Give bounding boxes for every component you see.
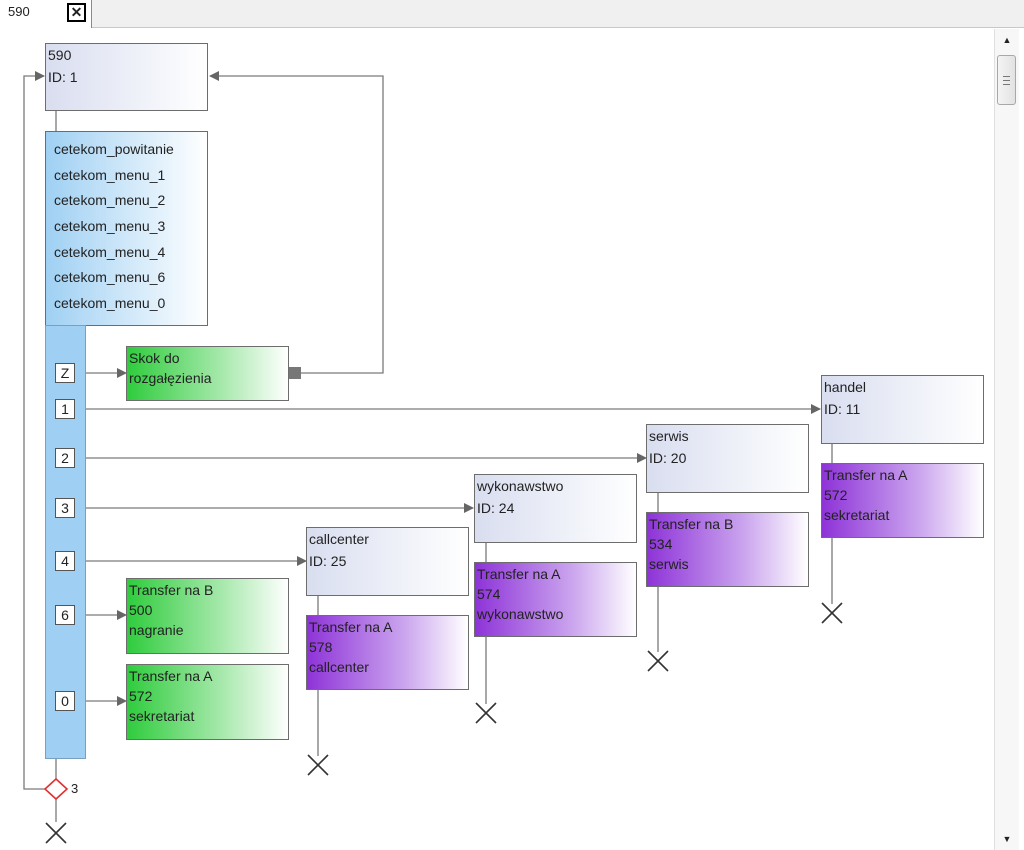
menu-prompts-box[interactable]: cetekom_powitanie cetekom_menu_1 cetekom…: [45, 131, 208, 326]
node-wykonawstwo[interactable]: wykonawstwo ID: 24: [474, 474, 637, 543]
action-line: Transfer na A: [477, 566, 561, 582]
prompt-item: cetekom_menu_6: [54, 269, 166, 286]
tab-590[interactable]: 590 ✕: [0, 0, 92, 28]
close-icon[interactable]: ✕: [67, 3, 86, 22]
key-1[interactable]: 1: [55, 399, 75, 419]
node-callcenter[interactable]: callcenter ID: 25: [306, 527, 469, 596]
key-2[interactable]: 2: [55, 448, 75, 468]
action-line: 578: [309, 639, 333, 655]
loop-count-label: 3: [71, 781, 79, 796]
grip-icon: [1003, 76, 1010, 85]
diamond-icon[interactable]: [43, 777, 69, 801]
tab-label: 590: [8, 4, 30, 19]
jump-back-line: [209, 71, 384, 374]
prompt-item: cetekom_menu_1: [54, 166, 166, 183]
action-line: sekretariat: [824, 507, 890, 523]
loop-back-line: [23, 71, 54, 790]
node-id: ID: 11: [824, 401, 861, 417]
end-x-icon: [45, 822, 67, 844]
root-node[interactable]: 590 ID: 1: [45, 43, 208, 111]
transfer-wykonawstwo[interactable]: Transfer na A 574 wykonawstwo: [474, 562, 637, 637]
node-name: wykonawstwo: [477, 478, 564, 494]
end-x-icon: [821, 602, 843, 624]
action-line: Transfer na B: [129, 582, 214, 598]
node-id: ID: 20: [649, 450, 687, 466]
action-line: Transfer na A: [824, 467, 908, 483]
action-line: 500: [129, 602, 153, 618]
action-line: Transfer na A: [129, 668, 213, 684]
node-serwis[interactable]: serwis ID: 20: [646, 424, 809, 493]
action-line: 572: [129, 688, 153, 704]
tab-bar: 590 ✕: [0, 0, 1024, 28]
prompt-item: cetekom_menu_2: [54, 192, 166, 209]
end-x-icon: [307, 754, 329, 776]
transfer-action-0[interactable]: Transfer na A 572 sekretariat: [126, 664, 289, 740]
action-line: 572: [824, 487, 848, 503]
action-line: Transfer na B: [649, 516, 734, 532]
scroll-down-icon[interactable]: ▼: [1002, 834, 1012, 844]
action-line: wykonawstwo: [477, 606, 564, 622]
action-line: 574: [477, 586, 501, 602]
node-name: callcenter: [309, 531, 369, 547]
jump-action[interactable]: Skok do rozgałęzienia: [126, 346, 289, 401]
menu-key-bar: [45, 325, 86, 759]
key-6[interactable]: 6: [55, 605, 75, 625]
prompt-item: cetekom_menu_0: [54, 295, 166, 312]
key-3[interactable]: 3: [55, 498, 75, 518]
action-line: callcenter: [309, 659, 369, 675]
end-x-icon: [647, 650, 669, 672]
jump-anchor: [289, 367, 301, 379]
action-line: 534: [649, 536, 673, 552]
root-id: ID: 1: [48, 69, 78, 85]
action-line: Skok do: [129, 350, 180, 366]
key-0[interactable]: 0: [55, 691, 75, 711]
action-line: sekretariat: [129, 708, 195, 724]
action-line: Transfer na A: [309, 619, 393, 635]
scroll-up-icon[interactable]: ▲: [1002, 35, 1012, 45]
prompt-item: cetekom_menu_4: [54, 243, 166, 260]
node-name: serwis: [649, 428, 689, 444]
node-id: ID: 25: [309, 553, 347, 569]
action-line: serwis: [649, 556, 689, 572]
node-handel[interactable]: handel ID: 11: [821, 375, 984, 444]
key-z[interactable]: Z: [55, 363, 75, 383]
transfer-action-6[interactable]: Transfer na B 500 nagranie: [126, 578, 289, 654]
vertical-scrollbar[interactable]: ▲ ▼: [994, 29, 1019, 850]
key-4[interactable]: 4: [55, 551, 75, 571]
transfer-handel[interactable]: Transfer na A 572 sekretariat: [821, 463, 984, 538]
end-x-icon: [475, 702, 497, 724]
scroll-thumb[interactable]: [997, 55, 1016, 105]
node-id: ID: 24: [477, 500, 515, 516]
prompt-item: cetekom_menu_3: [54, 218, 166, 235]
action-line: rozgałęzienia: [129, 370, 212, 386]
node-name: handel: [824, 379, 867, 395]
prompt-item: cetekom_powitanie: [54, 141, 174, 157]
transfer-callcenter[interactable]: Transfer na A 578 callcenter: [306, 615, 469, 690]
transfer-serwis[interactable]: Transfer na B 534 serwis: [646, 512, 809, 587]
action-line: nagranie: [129, 622, 184, 638]
root-name: 590: [48, 47, 72, 63]
